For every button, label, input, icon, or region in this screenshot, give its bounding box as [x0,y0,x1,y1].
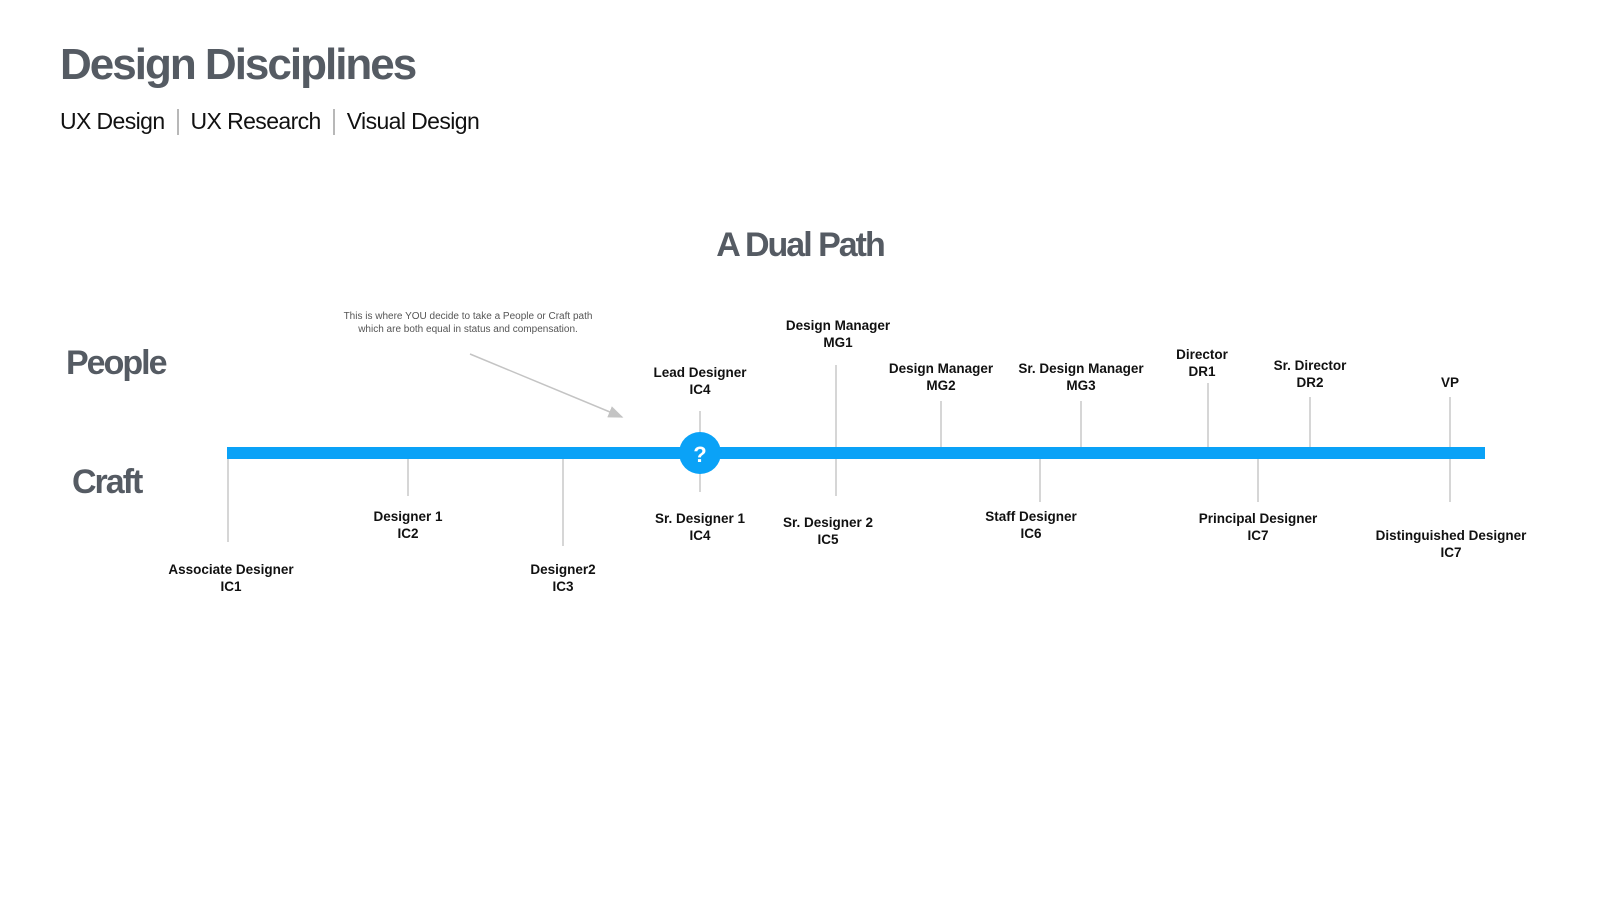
discipline-visual-design: Visual Design [346,108,480,134]
role-title: Director [1176,347,1228,362]
decision-point [679,432,721,474]
role-designer-1: Designer 1 IC2 [318,508,498,542]
role-level: IC7 [1247,528,1269,543]
role-level: IC3 [552,579,574,594]
career-path-line [227,447,1485,459]
role-level: IC2 [397,526,419,541]
decision-question-icon: ? [693,442,706,467]
role-director: Director DR1 [1112,346,1292,380]
role-title: Sr. Designer 1 [654,511,746,526]
role-level: MG3 [1066,378,1096,393]
decision-note: This is where YOU decide to take a Peopl… [318,310,618,336]
discipline-separator [332,108,335,135]
role-title: Sr. Designer 2 [782,515,874,530]
role-level: MG1 [823,335,853,350]
decision-note-line: which are both equal in status and compe… [358,324,578,335]
role-title: Lead Designer [653,365,747,380]
role-title: Design Manager [888,361,994,376]
role-designer-2: Designer2 IC3 [473,561,653,595]
craft-path-label: Craft [72,463,143,501]
diagram-subtitle: A Dual Path [716,226,886,264]
page-title: Design Disciplines [60,40,417,89]
role-title: Associate Designer [168,562,294,577]
role-level: DR1 [1188,364,1216,379]
role-design-manager-mg2: Design Manager MG2 [851,360,1031,394]
role-vp: VP [1360,374,1540,391]
role-title: Principal Designer [1198,511,1318,526]
role-level: IC1 [220,579,242,594]
role-title: Designer 1 [373,509,443,524]
role-title: Staff Designer [985,509,1077,524]
discipline-ux-design: UX Design [60,108,165,134]
discipline-separator [176,108,179,135]
discipline-list: UX Design UX Research Visual Design [60,108,480,135]
role-title: Designer2 [530,562,596,577]
decision-note-line: This is where YOU decide to take a Peopl… [343,311,593,322]
role-distinguished-designer: Distinguished Designer IC7 [1361,527,1541,561]
role-sr-designer-1: Sr. Designer 1 IC4 [610,510,790,544]
role-staff-designer: Staff Designer IC6 [941,508,1121,542]
role-sr-director: Sr. Director DR2 [1220,357,1400,391]
role-title: VP [1440,375,1459,390]
role-lead-designer: Lead Designer IC4 [610,364,790,398]
role-level: IC6 [1020,526,1042,541]
note-arrow [469,353,624,418]
role-level: DR2 [1296,375,1324,390]
role-sr-designer-2: Sr. Designer 2 IC5 [738,514,918,548]
role-sr-design-manager: Sr. Design Manager MG3 [991,360,1171,394]
role-title: Sr. Design Manager [1018,361,1144,376]
role-level: IC5 [817,532,839,547]
role-title: Sr. Director [1273,358,1347,373]
role-associate-designer: Associate Designer IC1 [141,561,321,595]
role-level: IC4 [689,382,711,397]
role-level: MG2 [926,378,956,393]
role-principal-designer: Principal Designer IC7 [1168,510,1348,544]
people-path-label: People [66,344,167,382]
discipline-ux-research: UX Research [190,108,322,134]
role-level: IC7 [1440,545,1462,560]
role-design-manager-mg1: Design Manager MG1 [748,317,928,351]
role-title: Distinguished Designer [1375,528,1527,543]
role-level: IC4 [689,528,711,543]
role-title: Design Manager [785,318,891,333]
